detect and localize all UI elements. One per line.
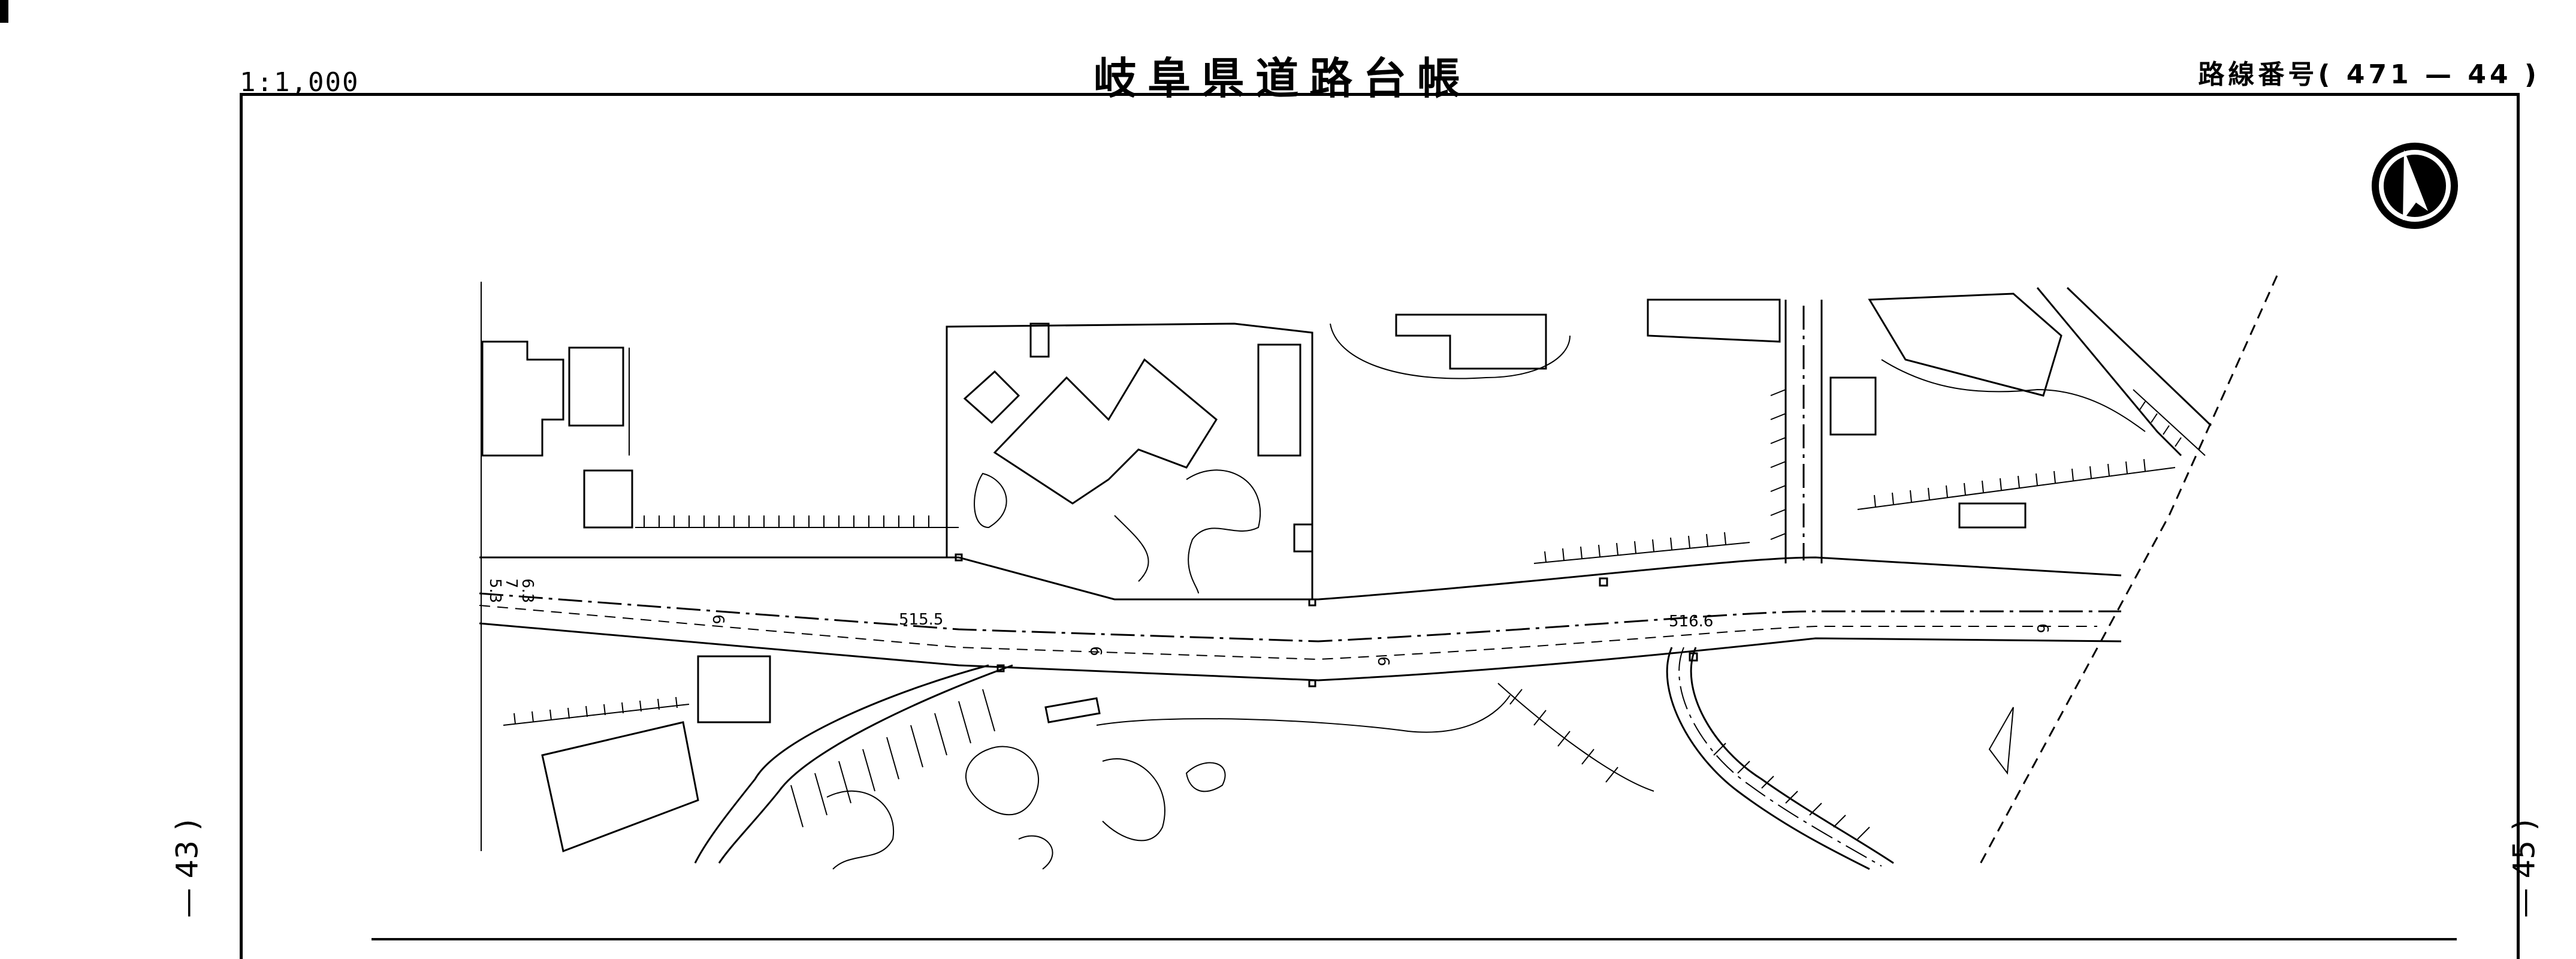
side-road-north (1533, 300, 1823, 564)
route-number-label: 路線番号( 471 — 44 ) (2198, 59, 2540, 90)
vegetation-south (826, 695, 1511, 870)
map-scale: 1:1,000 (240, 67, 360, 98)
road-north-edge (479, 556, 2122, 601)
lane-width-label-3: 6 (1374, 656, 1392, 667)
lane-width-label-2: 6 (1086, 646, 1104, 656)
north-arrow-icon (2372, 143, 2458, 229)
parcel-central (946, 322, 1313, 599)
map-frame (240, 93, 2520, 959)
main-road (479, 556, 2122, 681)
survey-markers (955, 553, 1698, 687)
road-south-edge (479, 622, 2122, 681)
side-road-southwest (694, 664, 1013, 864)
corner-registration-mark (0, 0, 8, 23)
side-road-southeast (1497, 647, 2014, 870)
station-label-west: 515.5 (899, 611, 943, 629)
buildings-north-central (1330, 298, 1781, 379)
buildings-northeast (1829, 287, 2212, 529)
station-label-east: 516.6 (1669, 613, 1713, 631)
width-label-a: 5.3 (486, 578, 504, 603)
bottom-rule (372, 938, 2457, 940)
sheet-match-boundary (1976, 275, 2278, 870)
lane-width-label-1: 6 (709, 614, 727, 625)
buildings-northwest (481, 340, 959, 529)
lane-width-label-4: 6 (2033, 623, 2051, 634)
buildings-southwest (503, 655, 1101, 853)
width-label-b: 7 (502, 578, 520, 589)
width-label-c: 6.3 (518, 578, 536, 603)
road-lane-line (479, 605, 2097, 661)
